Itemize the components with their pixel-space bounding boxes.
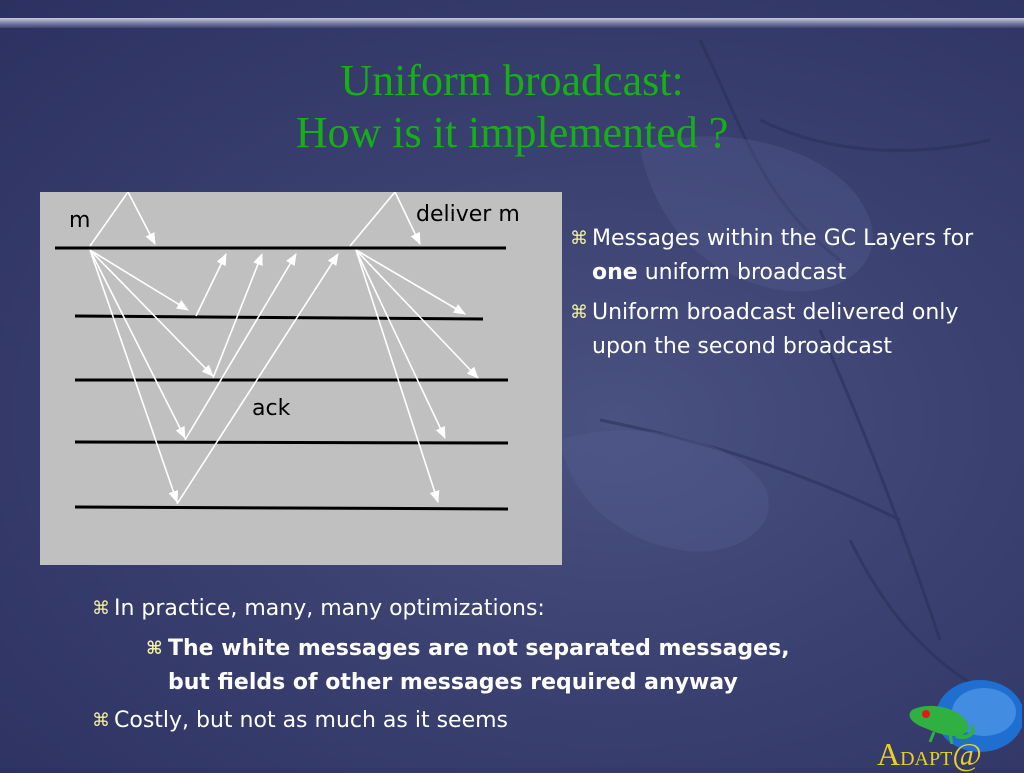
msg-arrow-m-p2 xyxy=(89,249,189,311)
sub-bullet-white-messages: ⌘ The white messages are not separated m… xyxy=(146,632,972,700)
command-bullet-icon: ⌘ xyxy=(570,302,588,323)
msg-arrow-m-p3 xyxy=(89,249,214,377)
deliver-arrow-p3 xyxy=(355,249,479,379)
process-line-4 xyxy=(74,440,509,445)
msg-arrow-m-p4 xyxy=(89,249,186,439)
diagram-svg xyxy=(55,192,509,511)
label-ack: ack xyxy=(252,396,291,421)
deliver-arrow-p5 xyxy=(355,249,440,503)
adapt-chameleon-logo-icon xyxy=(909,680,1022,752)
logo-text: ADAPT@ xyxy=(877,736,982,772)
bullet-optimizations: ⌘ In practice, many, many optimizations: xyxy=(92,592,972,626)
deliver-arrow-p2 xyxy=(355,249,466,315)
label-m: m xyxy=(69,208,91,233)
ack-arrow-p3 xyxy=(212,253,263,379)
command-bullet-icon: ⌘ xyxy=(92,598,110,619)
right-bullet-list: ⌘ Messages within the GC Layers for one … xyxy=(570,222,1020,364)
self-loop-arrow-m xyxy=(89,192,156,247)
process-line-5 xyxy=(74,505,509,511)
bold-one: one xyxy=(592,260,638,285)
deliver-arrow-p4 xyxy=(355,249,446,439)
title-line-2: How is it implemented ? xyxy=(295,108,729,157)
command-bullet-icon: ⌘ xyxy=(146,638,163,659)
self-loop-arrow-deliver xyxy=(349,192,421,247)
at-symbol: @ xyxy=(952,736,982,772)
command-bullet-icon: ⌘ xyxy=(570,228,588,249)
msg-arrow-m-p5 xyxy=(89,249,179,503)
title-line-1: Uniform broadcast: xyxy=(340,56,684,105)
ack-arrow-p5 xyxy=(176,253,339,505)
command-bullet-icon: ⌘ xyxy=(92,710,110,731)
top-gradient-bar xyxy=(0,18,1024,28)
ack-arrow-p4 xyxy=(184,253,297,441)
ack-arrow-p2 xyxy=(195,253,227,317)
label-deliver-m: deliver m xyxy=(416,202,520,227)
bottom-bullet-list: ⌘ In practice, many, many optimizations:… xyxy=(92,592,972,738)
bullet-messages: ⌘ Messages within the GC Layers for one … xyxy=(570,222,1020,290)
process-line-2 xyxy=(74,314,484,321)
bullet-costly: ⌘ Costly, but not as much as it seems xyxy=(92,704,972,738)
slide-title: Uniform broadcast: How is it implemented… xyxy=(0,55,1024,159)
bullet-delivered: ⌘ Uniform broadcast delivered only upon … xyxy=(570,296,1020,364)
broadcast-diagram: m deliver m ack xyxy=(40,192,562,565)
